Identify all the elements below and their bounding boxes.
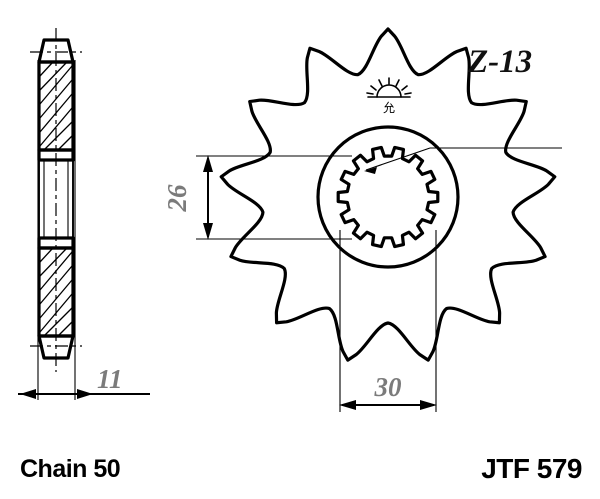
sunrise-logo-rays — [366, 77, 412, 95]
sunrise-logo-dome — [376, 84, 402, 98]
z13-leader-arrow — [364, 167, 377, 174]
side-section-view — [30, 28, 82, 372]
thickness-dim-label: 11 — [97, 364, 123, 394]
internal-spline-group — [336, 145, 440, 249]
callout-teeth-z13: Z-13 — [364, 44, 562, 174]
dimension-spline-bore-26: 26 — [162, 155, 352, 240]
sunrise-logo: 允 — [366, 77, 412, 115]
z13-leader-line — [365, 147, 431, 171]
front-face-view — [219, 27, 557, 362]
bore-arrow-bottom — [203, 223, 213, 240]
side-view-upper-hatching — [39, 62, 73, 151]
hubwidth-dim-label: 30 — [374, 372, 403, 402]
sunrise-logo-mark: 允 — [383, 100, 395, 115]
dimension-hub-width-30: 30 — [339, 230, 437, 412]
hub-boss-circle — [316, 125, 460, 269]
internal-spline-profile — [336, 145, 440, 249]
side-view-lower-hatching — [39, 248, 73, 337]
hubwidth-arrow-right — [420, 400, 437, 410]
dimension-thickness-11: 11 — [18, 60, 150, 400]
bore-arrow-top — [203, 155, 213, 172]
sprocket-tooth-outline — [219, 27, 557, 362]
bore-dim-label: 26 — [162, 184, 192, 213]
part-number-caption: JTF 579 — [481, 453, 582, 484]
side-view-bottom-tooth — [37, 334, 75, 360]
chain-caption: Chain 50 — [20, 455, 121, 483]
thickness-arrow-left — [20, 389, 36, 399]
hubwidth-arrow-left — [339, 400, 356, 410]
z13-label: Z-13 — [467, 44, 532, 80]
thickness-arrow-right — [77, 389, 93, 399]
